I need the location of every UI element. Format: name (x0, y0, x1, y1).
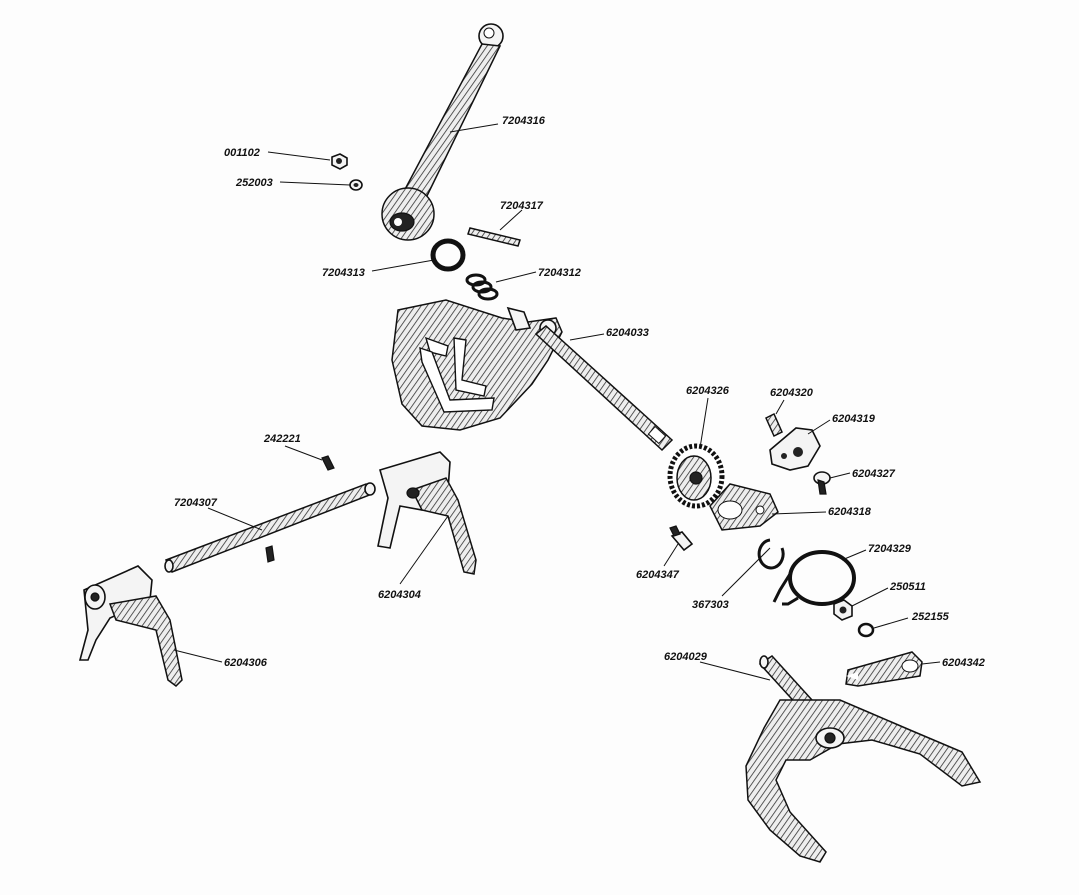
label-7204316: 7204316 (502, 115, 546, 127)
pin-7204317 (467, 227, 521, 247)
label-001102: 001102 (224, 147, 260, 159)
label-6204342: 6204342 (942, 657, 985, 669)
screw-6204320 (765, 412, 783, 438)
gate-plate (391, 299, 563, 431)
part-labels: 7204316 001102 252003 7204317 7204313 72… (174, 115, 985, 669)
bolt-6204327 (813, 471, 831, 495)
bracket-6204319 (769, 427, 821, 471)
label-252155: 252155 (911, 611, 950, 623)
label-6204327: 6204327 (852, 468, 896, 480)
gear-segment-6204326 (667, 443, 725, 509)
nut-250511 (833, 599, 853, 621)
washer-252003 (349, 179, 363, 191)
label-367303: 367303 (692, 599, 729, 611)
shaft-6204033 (534, 325, 674, 452)
nut-001102 (331, 153, 348, 170)
label-7204329: 7204329 (868, 543, 912, 555)
label-7204307: 7204307 (174, 497, 218, 509)
washer-252155 (857, 622, 875, 638)
label-250511: 250511 (889, 581, 926, 593)
stud-6204347 (669, 525, 694, 552)
label-252003: 252003 (235, 177, 273, 189)
lock-plate-6204342 (845, 651, 923, 687)
label-7204313: 7204313 (322, 267, 365, 279)
spring-7204312 (465, 273, 499, 301)
fork-shaft-6204029 (745, 655, 982, 863)
label-6204319: 6204319 (832, 413, 876, 425)
fork-6204304 (377, 451, 477, 575)
label-6204318: 6204318 (828, 506, 872, 518)
label-6204306: 6204306 (224, 657, 268, 669)
label-6204029: 6204029 (664, 651, 708, 663)
label-7204317: 7204317 (500, 200, 544, 212)
ring-7204313 (430, 238, 466, 272)
selector-rod-7204307 (164, 482, 376, 573)
label-6204033: 6204033 (606, 327, 649, 339)
pin-242221 (321, 455, 335, 471)
gear-lever (381, 23, 504, 241)
spring-coil-7204329 (772, 550, 856, 606)
plate-6204318 (709, 483, 779, 531)
label-242221: 242221 (263, 433, 301, 445)
label-6204347: 6204347 (636, 569, 680, 581)
label-7204312: 7204312 (538, 267, 581, 279)
label-6204326: 6204326 (686, 385, 730, 397)
label-6204304: 6204304 (378, 589, 421, 601)
label-6204320: 6204320 (770, 387, 814, 399)
leader-lines (173, 123, 941, 681)
fork-6204306 (78, 565, 183, 687)
circlip-367303 (757, 538, 785, 570)
